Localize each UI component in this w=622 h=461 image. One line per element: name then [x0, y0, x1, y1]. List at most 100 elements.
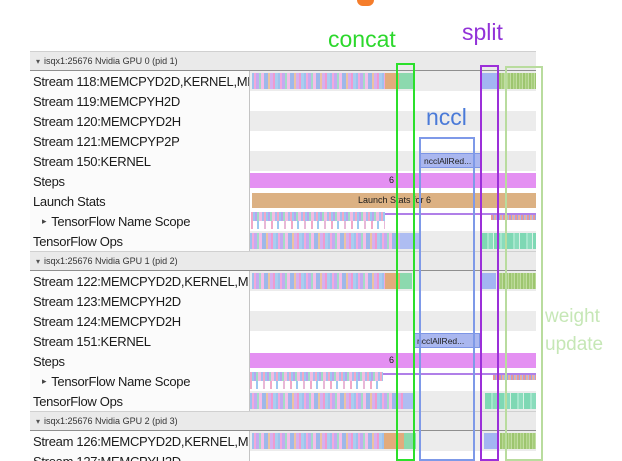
timeline-tracks: ▾isqx1:25676 Nvidia GPU 0 (pid 1)Stream … — [30, 51, 536, 461]
annotation-concat: concat — [328, 26, 396, 52]
timeline-event-orange[interactable] — [384, 433, 404, 449]
row-timeline[interactable]: Launch Stats for 6 — [249, 191, 536, 211]
section-header-gpu2[interactable]: ▾isqx1:25676 Nvidia GPU 2 (pid 3) — [30, 411, 536, 431]
timeline-event-orange[interactable] — [385, 273, 400, 289]
row-timeline[interactable] — [249, 71, 536, 91]
timeline-event-dense[interactable] — [252, 73, 385, 89]
annotation-weight-update: weight update — [545, 303, 603, 359]
section-header-gpu0[interactable]: ▾isqx1:25676 Nvidia GPU 0 (pid 1) — [30, 51, 536, 71]
row-timeline[interactable] — [249, 211, 536, 231]
timeline-event-greenstripes[interactable] — [500, 433, 536, 449]
row-label[interactable]: Stream 151:KERNEL — [30, 331, 249, 351]
track-row: Steps 6 — [30, 351, 536, 371]
expand-arrow-icon[interactable]: ▸ — [42, 215, 47, 226]
timeline-event-orange[interactable] — [385, 73, 399, 89]
row-timeline[interactable] — [249, 431, 536, 451]
row-timeline[interactable]: 6 — [249, 351, 536, 371]
timeline-event-greenstripes[interactable] — [499, 73, 536, 89]
timeline-event-purpleline[interactable] — [385, 213, 536, 215]
row-timeline[interactable]: ncclAllRed... — [249, 151, 536, 171]
timeline-event-label: 6 — [388, 355, 394, 365]
collapse-arrow-icon[interactable]: ▾ — [36, 56, 41, 66]
row-label-text: Stream 122:MEMCPYD2D,KERNEL,MI — [33, 273, 249, 289]
row-timeline[interactable]: 6 — [249, 171, 536, 191]
timeline-event-dense[interactable] — [252, 433, 384, 449]
timeline-event-blueseg[interactable] — [481, 73, 499, 89]
row-label[interactable]: Stream 118:MEMCPYD2D,KERNEL,ME — [30, 71, 249, 91]
timeline-event-flame[interactable] — [250, 372, 383, 390]
timeline-event-steps[interactable]: 6 — [250, 173, 536, 188]
row-timeline[interactable] — [249, 391, 536, 411]
collapse-arrow-icon[interactable]: ▾ — [36, 416, 41, 426]
row-label[interactable]: Stream 119:MEMCPYH2D — [30, 91, 249, 111]
row-label-text: TensorFlow Ops — [33, 233, 123, 249]
row-timeline[interactable] — [249, 231, 536, 251]
row-timeline[interactable] — [249, 271, 536, 291]
timeline-event-greenstripes[interactable] — [497, 273, 536, 289]
row-label[interactable]: Steps — [30, 171, 249, 191]
row-label[interactable]: Stream 122:MEMCPYD2D,KERNEL,MI — [30, 271, 249, 291]
timeline-event-ncclbar[interactable]: ncclAllRed... — [420, 153, 481, 168]
collapse-arrow-icon[interactable]: ▾ — [36, 256, 41, 266]
timeline-event-periwinkle[interactable] — [403, 393, 415, 409]
timeline-event-steps[interactable]: 6 — [250, 353, 536, 368]
row-label[interactable]: Stream 124:MEMCPYD2H — [30, 311, 249, 331]
row-label[interactable]: Launch Stats — [30, 191, 249, 211]
timeline-event-teal[interactable] — [399, 73, 415, 89]
row-label[interactable]: Stream 126:MEMCPYD2D,KERNEL,MI — [30, 431, 249, 451]
section-header-gpu1[interactable]: ▾isqx1:25676 Nvidia GPU 1 (pid 2) — [30, 251, 536, 271]
timeline-event-redblue[interactable] — [491, 215, 536, 220]
row-label[interactable]: ▸ TensorFlow Name Scope — [30, 211, 249, 231]
row-timeline[interactable] — [249, 451, 536, 461]
timeline-event-redblue[interactable] — [493, 375, 536, 380]
row-label[interactable]: ▸TensorFlow Name Scope — [30, 371, 249, 391]
track-row: TensorFlow Ops — [30, 231, 536, 251]
row-timeline[interactable] — [249, 131, 536, 151]
row-label-text: Stream 126:MEMCPYD2D,KERNEL,MI — [33, 433, 249, 449]
row-timeline[interactable] — [249, 91, 536, 111]
timeline-event-ncclbar[interactable]: ncclAllRed... — [413, 333, 480, 348]
row-label-text: TensorFlow Name Scope — [51, 213, 191, 229]
track-row: ▸TensorFlow Name Scope — [30, 371, 536, 391]
row-label[interactable]: Stream 123:MEMCPYH2D — [30, 291, 249, 311]
timeline-event-flame[interactable] — [251, 212, 385, 230]
timeline-event-blueseg[interactable] — [484, 433, 498, 449]
timeline-event-teal[interactable] — [400, 273, 412, 289]
row-timeline[interactable] — [249, 111, 536, 131]
annotation-weight-line2: update — [545, 334, 604, 355]
row-label[interactable]: Stream 127:MEMCPYH2D — [30, 451, 249, 461]
track-row: Stream 119:MEMCPYH2D — [30, 91, 536, 111]
row-timeline[interactable]: ncclAllRed... — [249, 331, 536, 351]
row-label[interactable]: Stream 121:MEMCPYP2P — [30, 131, 249, 151]
row-timeline[interactable] — [249, 311, 536, 331]
row-label-text: TensorFlow Ops — [33, 393, 123, 409]
track-row: Stream 118:MEMCPYD2D,KERNEL,ME — [30, 71, 536, 91]
row-label[interactable]: TensorFlow Ops — [30, 231, 249, 251]
timeline-event-label: ncclAllRed... — [417, 336, 465, 346]
timeline-event-tealstripes[interactable] — [485, 393, 536, 409]
row-label-text: Stream 121:MEMCPYP2P — [33, 133, 180, 149]
row-label-text: Steps — [33, 353, 65, 369]
track-row: Stream 126:MEMCPYD2D,KERNEL,MI — [30, 431, 536, 451]
timeline-event-teal[interactable] — [404, 433, 416, 449]
row-label[interactable]: TensorFlow Ops — [30, 391, 249, 411]
expand-arrow-icon[interactable]: ▸ — [42, 375, 47, 386]
row-label-text: Launch Stats — [33, 193, 106, 209]
row-label-text: Stream 123:MEMCPYH2D — [33, 293, 181, 309]
row-timeline[interactable] — [249, 291, 536, 311]
row-label[interactable]: Stream 150:KERNEL — [30, 151, 249, 171]
row-timeline[interactable] — [249, 371, 536, 391]
track-row: Stream 124:MEMCPYD2H — [30, 311, 536, 331]
track-row: Stream 150:KERNEL ncclAllRed... — [30, 151, 536, 171]
timeline-event-dense[interactable] — [250, 393, 403, 409]
timeline-event-dense[interactable] — [252, 273, 385, 289]
timeline-event-periwinkle[interactable] — [400, 233, 420, 249]
row-label[interactable]: Steps — [30, 351, 249, 371]
timeline-event-tealstripes[interactable] — [481, 233, 536, 249]
timeline-event-launch[interactable]: Launch Stats for 6 — [252, 193, 536, 208]
row-label[interactable]: Stream 120:MEMCPYD2H — [30, 111, 249, 131]
track-row: Stream 127:MEMCPYH2D — [30, 451, 536, 461]
timeline-event-dense[interactable] — [250, 233, 400, 249]
timeline-event-blueseg[interactable] — [481, 273, 496, 289]
timeline-event-purpleline[interactable] — [383, 373, 536, 375]
